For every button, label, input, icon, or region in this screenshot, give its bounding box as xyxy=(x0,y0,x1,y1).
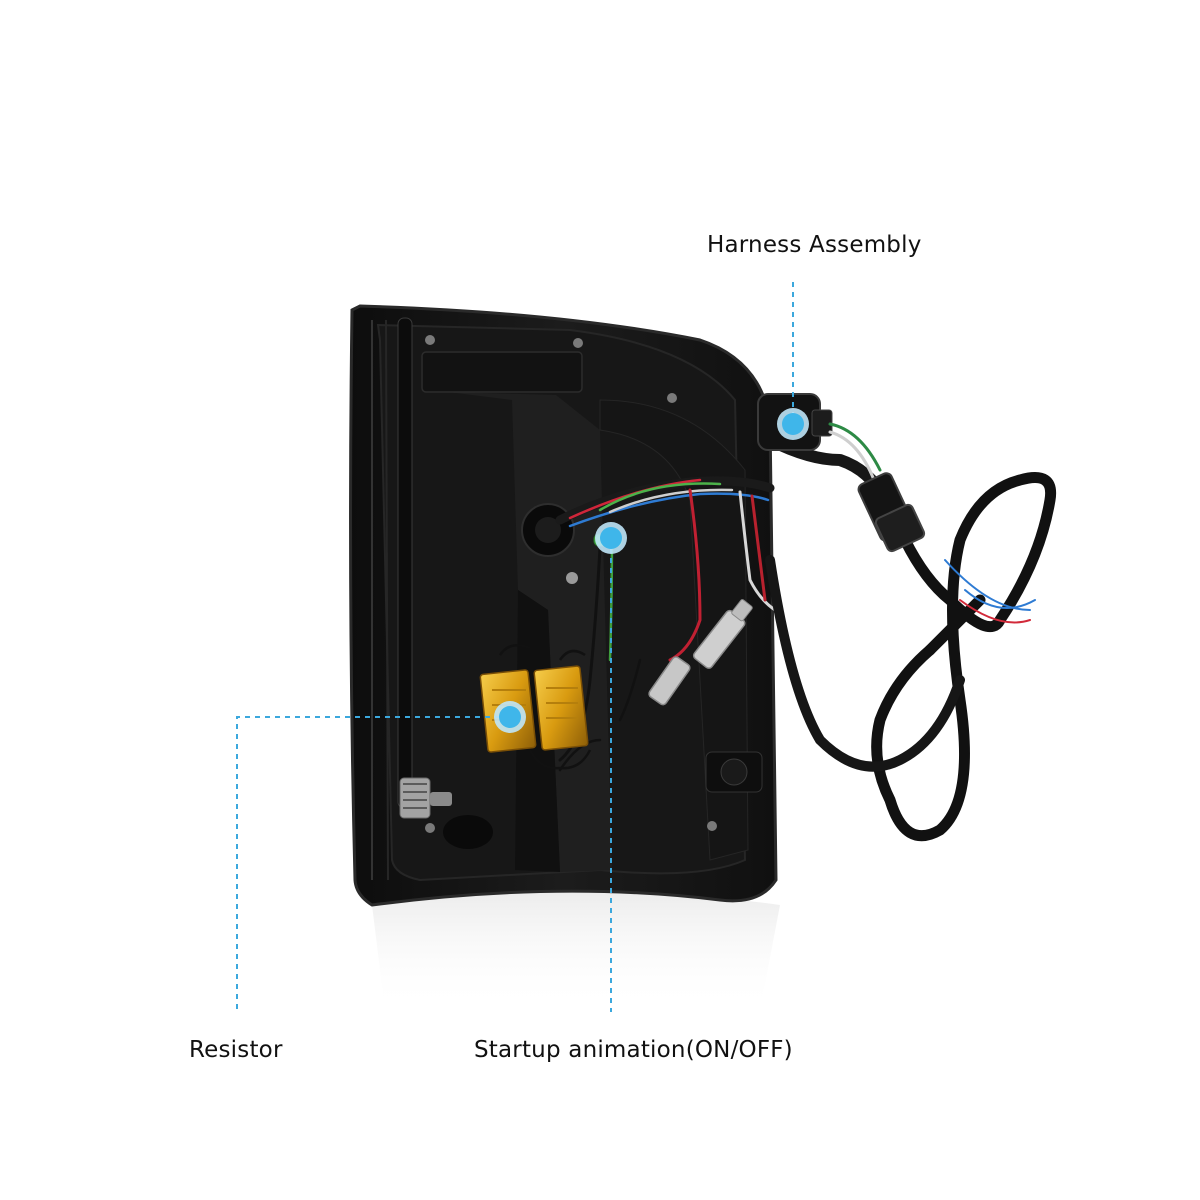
callout-dot-icon xyxy=(600,527,622,549)
callout-label-harness-assembly: Harness Assembly xyxy=(707,232,922,258)
leader-line-resistor xyxy=(236,716,510,1010)
callout-markers xyxy=(494,408,809,733)
callout-dot-icon xyxy=(782,413,804,435)
callout-label-resistor: Resistor xyxy=(189,1037,283,1063)
tail-lamp-housing xyxy=(349,304,778,907)
internal-wiring xyxy=(555,476,777,772)
callout-dot-icon xyxy=(499,706,521,728)
callout-leader-lines xyxy=(236,282,794,1012)
harness-cable xyxy=(757,393,1057,842)
callout-label-startup-animation: Startup animation(ON/OFF) xyxy=(474,1037,793,1063)
floor-reflection xyxy=(372,890,780,1010)
